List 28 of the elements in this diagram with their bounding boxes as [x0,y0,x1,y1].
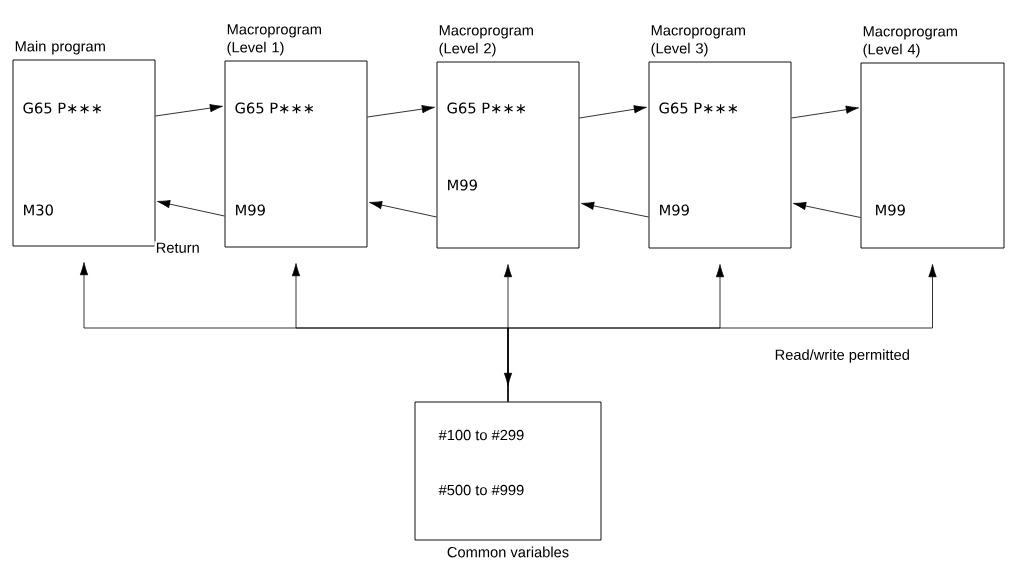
box-caption: Common variables [447,546,569,558]
box-heading: Macroprogram (Level 3) [651,25,745,57]
arrow [367,104,435,118]
program-line: G65 P∗∗∗ [235,102,314,114]
arrow [579,105,647,119]
arrow [369,201,437,218]
program-line: M30 [24,204,53,216]
arrow [507,264,937,402]
arrow [581,201,649,218]
box-heading: Main program [15,40,105,55]
program-line: M99 [876,204,905,216]
box-heading: Macroprogram (Level 2) [439,25,533,57]
arrow [157,200,225,217]
box-heading: Macroprogram (Level 1) [227,24,321,56]
program-line: #500 to #999 [438,484,524,496]
program-line: G65 P∗∗∗ [659,102,738,114]
note-label: Read/write permitted [775,349,909,363]
arrow [793,201,861,218]
program-line: M99 [448,179,477,191]
box-heading: Macroprogram (Level 4) [863,26,957,58]
edge-label: Return [154,241,202,255]
program-line: G65 P∗∗∗ [23,102,102,114]
arrow [155,103,223,117]
program-line: #100 to #299 [438,429,524,441]
arrow [791,105,859,119]
program-line: G65 P∗∗∗ [447,102,526,114]
program-line: M99 [236,204,265,216]
program-line: M99 [660,204,689,216]
